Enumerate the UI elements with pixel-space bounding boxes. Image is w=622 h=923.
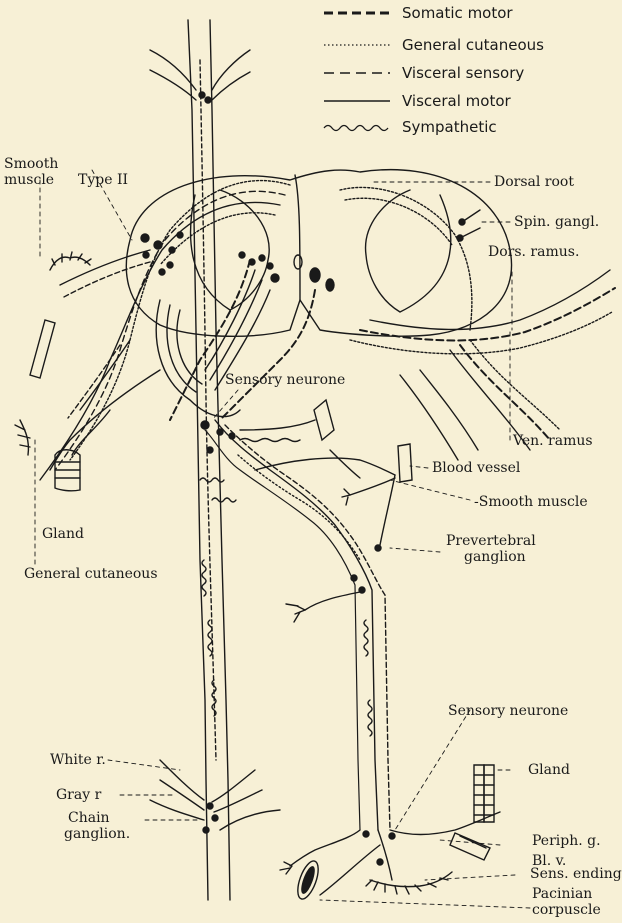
label-sensory-neurone-bottom: Sensory neurone: [448, 703, 568, 719]
dash-line-icon: [322, 68, 392, 78]
label-pacinian-corpuscle: corpuscle: [532, 902, 601, 918]
label-smooth-muscle-top: Smooth: [4, 156, 58, 172]
legend-general-cutaneous: General cutaneous: [322, 36, 622, 58]
label-sens-ending: Sens. ending: [530, 866, 622, 882]
label-chain: Chain: [68, 810, 110, 826]
legend-label: General cutaneous: [402, 36, 544, 54]
heavy-dash-line-icon: [322, 8, 392, 18]
legend-visceral-motor: Visceral motor: [322, 92, 622, 114]
label-white-r: White r.: [50, 752, 106, 768]
label-type-ii: Type II: [78, 172, 128, 188]
legend-visceral-sensory: Visceral sensory: [322, 64, 622, 86]
label-prevertebral: Prevertebral: [446, 533, 536, 549]
legend-label: Somatic motor: [402, 4, 513, 22]
label-smooth-muscle-top-2: muscle: [4, 172, 54, 188]
label-general-cutaneous: General cutaneous: [24, 566, 158, 582]
label-gland-left: Gland: [42, 526, 84, 542]
label-gray-r: Gray r: [56, 787, 101, 803]
legend-label: Visceral motor: [402, 92, 511, 110]
label-periph-g: Periph. g.: [532, 833, 601, 849]
wavy-line-icon: [322, 122, 392, 134]
label-dorsal-root: Dorsal root: [494, 174, 574, 190]
label-blood-vessel: Blood vessel: [432, 460, 520, 476]
label-chain-ganglion: ganglion.: [64, 826, 130, 842]
legend-somatic-motor: Somatic motor: [322, 4, 622, 26]
label-smooth-muscle-mid: -Smooth muscle: [474, 494, 588, 510]
dotted-line-icon: [322, 40, 392, 50]
label-dors-ramus: Dors. ramus.: [488, 244, 579, 260]
legend-label: Visceral sensory: [402, 64, 524, 82]
label-prevertebral-ganglion: ganglion: [464, 549, 526, 565]
legend-sympathetic: Sympathetic: [322, 118, 622, 140]
label-sensory-neurone-top: Sensory neurone: [225, 372, 345, 388]
sympathetic-trunk-left: [188, 20, 208, 900]
spinal-cord-outline: [126, 170, 511, 337]
legend-label: Sympathetic: [402, 118, 497, 136]
label-gland-right: Gland: [528, 762, 570, 778]
solid-line-icon: [322, 96, 392, 106]
label-spin-gangl: Spin. gangl.: [514, 214, 599, 230]
label-pacinian: Pacinian: [532, 886, 592, 902]
label-ven-ramus: Ven. ramus: [513, 433, 593, 449]
